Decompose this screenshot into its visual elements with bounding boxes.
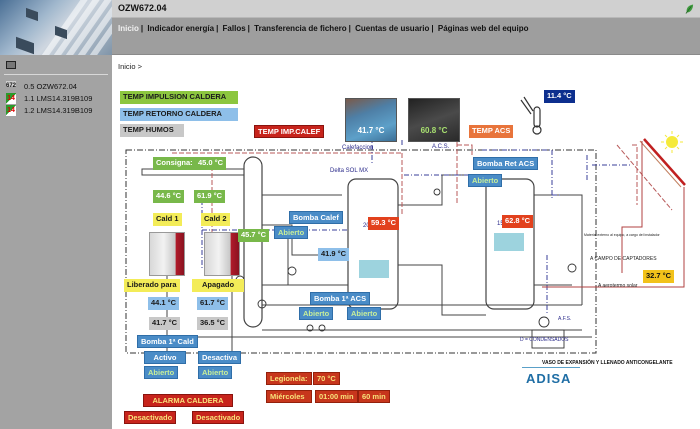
bomba-1-acs-state-2[interactable]: Abierto	[347, 307, 382, 320]
bomba-1-acs-label: Bomba 1ª ACS	[310, 292, 371, 305]
shower-photo: 60.8 °C	[408, 98, 460, 142]
thermometer-icon	[520, 96, 542, 135]
tree-item-ozw[interactable]: 672 0.5 OZW672.04	[6, 81, 77, 92]
boiler-1-image	[149, 232, 185, 276]
label-aerotermo: A aerotermo solar	[598, 283, 638, 289]
boiler-2-image	[204, 232, 240, 276]
device-title: OZW672.04	[118, 3, 167, 13]
nav-fallos[interactable]: Fallos	[222, 24, 246, 33]
nav-inicio[interactable]: Inicio	[118, 24, 139, 33]
sun-icon	[661, 131, 683, 153]
nav-transferencia[interactable]: Transferencia de fichero	[254, 24, 347, 33]
label-calefaccion: Calefaccion	[342, 145, 373, 151]
temp-imp-calef-label: TEMP IMP.CALEF	[254, 125, 325, 138]
bomba-ret-acs-label: Bomba Ret ACS	[473, 157, 539, 170]
screen-icon[interactable]	[6, 61, 16, 69]
label-afs: A.F.S.	[558, 316, 571, 322]
cald2-label: Cald 2	[201, 213, 230, 226]
breadcrumb[interactable]: Inicio >	[118, 62, 142, 71]
separator-temp-value: 45.7 °C	[238, 229, 270, 242]
legend-retorno: TEMP RETORNO CALDERA	[120, 108, 238, 121]
logo-arc	[522, 367, 580, 368]
legend-humos: TEMP HUMOS	[120, 124, 184, 137]
tree-item-label: 1.2 LMS14.319B109	[24, 106, 93, 115]
alarm-caldera-label: ALARMA CALDERA	[143, 394, 233, 407]
calef-temp-value: 41.7 °C	[357, 126, 385, 135]
cald1-state: Liberado para	[124, 279, 180, 292]
nav-bar: Inicio| Indicador energía| Fallos| Trans…	[112, 18, 700, 55]
cald2-valve-state[interactable]: Abierto	[198, 366, 233, 379]
nav-cuentas[interactable]: Cuentas de usuario	[355, 24, 430, 33]
consigna-label: Consigna:	[153, 157, 196, 170]
title-bar: OZW672.04	[112, 0, 700, 18]
legionela-duration[interactable]: 60 min	[358, 390, 390, 403]
bomba-1-cald-label: Bomba 1ª Cald	[137, 335, 198, 348]
cald1-humos-value: 41.7 °C	[149, 317, 181, 330]
alarm-state-2[interactable]: Desactivado	[192, 411, 245, 424]
cald2-impulsion-value: 61.9 °C	[194, 190, 226, 203]
tank-2000-temp-value: 59.3 °C	[368, 217, 400, 230]
calef-retorno-value: 41.9 °C	[318, 248, 350, 261]
nav-paginas-web[interactable]: Páginas web del equipo	[437, 24, 529, 33]
cald2-retorno-value: 61.7 °C	[197, 297, 229, 310]
label-vaso: VASO DE EXPANSIÓN Y LLENADO ANTICONGELAN…	[542, 358, 673, 366]
alarm-state-1[interactable]: Desactivado	[124, 411, 177, 424]
bomba-1-acs-state-1[interactable]: Abierto	[299, 307, 334, 320]
tank-1500-temp-value: 62.8 °C	[502, 215, 534, 228]
tree-item-lms-1[interactable]: 14 1.1 LMS14.319B109	[6, 93, 92, 104]
leaf-icon[interactable]	[685, 3, 694, 15]
sidebar-divider	[4, 74, 108, 75]
outdoor-temp-value: 11.4 °C	[544, 90, 575, 103]
cald1-valve-state[interactable]: Abierto	[144, 366, 179, 379]
tank-coil	[359, 260, 389, 278]
solar-temp-value: 32.7 °C	[643, 270, 675, 283]
solar-collector	[643, 138, 686, 186]
sidebar: 672 0.5 OZW672.04 14 1.1 LMS14.319B109 1…	[0, 55, 112, 429]
label-acs: A.C.S.	[432, 144, 450, 150]
legend-impulsion: TEMP IMPULSION CALDERA	[120, 91, 238, 104]
legionela-day[interactable]: Miércoles	[266, 390, 312, 403]
banner-image	[0, 0, 112, 55]
bomba-ret-acs-state[interactable]: Abierto	[468, 174, 503, 187]
temp-acs-label: TEMP ACS	[469, 125, 514, 138]
cald2-humos-value: 36.5 °C	[197, 317, 229, 330]
underfloor-heating-photo: 41.7 °C	[345, 98, 397, 142]
system-boundary	[125, 149, 597, 354]
cald2-state: Apagado	[192, 279, 244, 292]
adisa-logo: ADISA	[526, 371, 572, 386]
cald1-retorno-value: 44.1 °C	[148, 297, 180, 310]
expansion-vessel	[531, 329, 565, 349]
tree-item-label: 1.1 LMS14.319B109	[24, 94, 93, 103]
lms-device-icon: 14	[6, 93, 16, 104]
cald2-pump-state[interactable]: Desactiva	[198, 351, 242, 364]
cald1-label: Cald 1	[153, 213, 182, 226]
bomba-calef-state[interactable]: Abierto	[274, 226, 309, 239]
main-content: Inicio >	[112, 55, 700, 429]
label-campo: A CAMPO DE CAPTADORES	[590, 256, 657, 262]
legionela-temp[interactable]: 70 °C	[313, 372, 340, 385]
ozw-device-icon: 672	[6, 81, 16, 92]
acs-temp-value: 60.8 °C	[420, 126, 448, 135]
tree-item-label: 0.5 OZW672.04	[24, 82, 77, 91]
legionela-time[interactable]: 01:00 min	[315, 390, 358, 403]
label-material: Material externo al equipo, a cargo del …	[584, 233, 661, 237]
hydraulic-separator	[243, 156, 263, 328]
lms-device-icon: 14	[6, 105, 16, 116]
legionela-label: Legionela:	[266, 372, 312, 385]
consigna-value[interactable]: 45.0 °C	[195, 157, 227, 170]
tank-2000	[347, 178, 399, 310]
label-condensados: D = CONDENSADOS	[520, 337, 569, 343]
tree-item-lms-2[interactable]: 14 1.2 LMS14.319B109	[6, 105, 92, 116]
tank-1500	[485, 178, 535, 310]
label-delta-sol: Delta SOL MX	[330, 168, 368, 174]
nav-indicador-energia[interactable]: Indicador energía	[147, 24, 215, 33]
bomba-calef-label: Bomba Calef	[289, 211, 343, 224]
tank-coil	[494, 233, 524, 251]
cald1-pump-state[interactable]: Activo	[144, 351, 186, 364]
cald1-impulsion-value: 44.6 °C	[153, 190, 185, 203]
